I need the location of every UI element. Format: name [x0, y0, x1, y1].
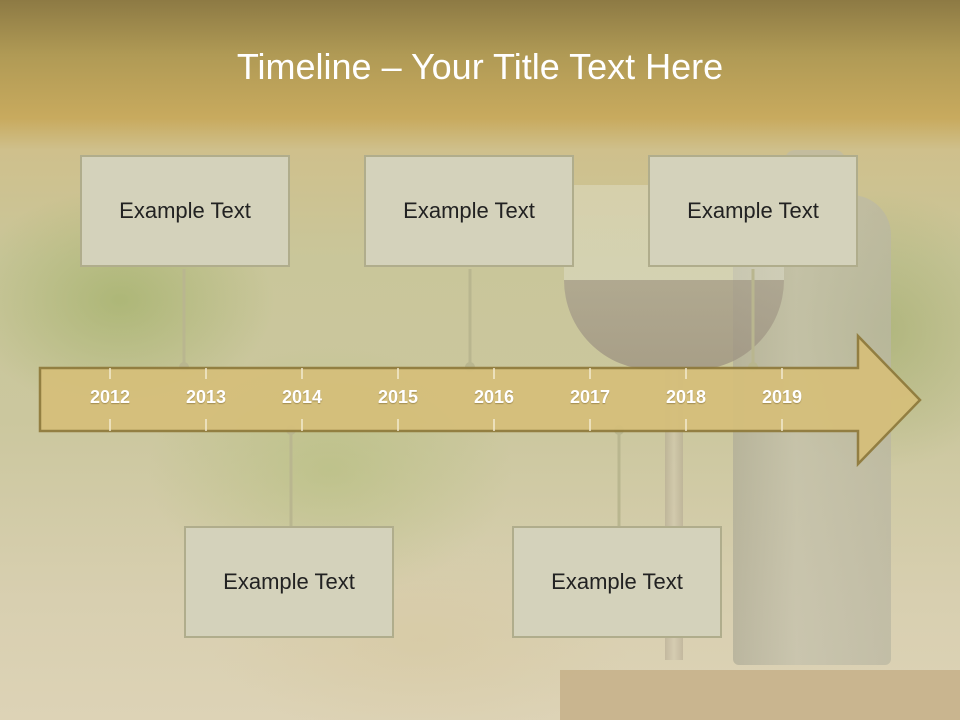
- year-label-2016: 2016: [473, 387, 515, 407]
- year-label-2013: 2013: [185, 387, 227, 407]
- event-box-below-2: Example Text: [512, 526, 722, 638]
- timeline-arrow: [38, 332, 922, 468]
- year-label-2019: 2019: [761, 387, 803, 407]
- year-label-2017: 2017: [569, 387, 611, 407]
- event-box-above-1: Example Text: [80, 155, 290, 267]
- slide-title: Timeline – Your Title Text Here: [236, 46, 724, 87]
- year-label-2015: 2015: [377, 387, 419, 407]
- event-box-below-1: Example Text: [184, 526, 394, 638]
- wooden-table-image: [560, 670, 960, 720]
- year-label-2014: 2014: [281, 387, 323, 407]
- year-label-2018: 2018: [665, 387, 707, 407]
- year-label-2012: 2012: [89, 387, 131, 407]
- event-box-above-3: Example Text: [648, 155, 858, 267]
- event-box-above-2: Example Text: [364, 155, 574, 267]
- tick-marks: [109, 368, 783, 431]
